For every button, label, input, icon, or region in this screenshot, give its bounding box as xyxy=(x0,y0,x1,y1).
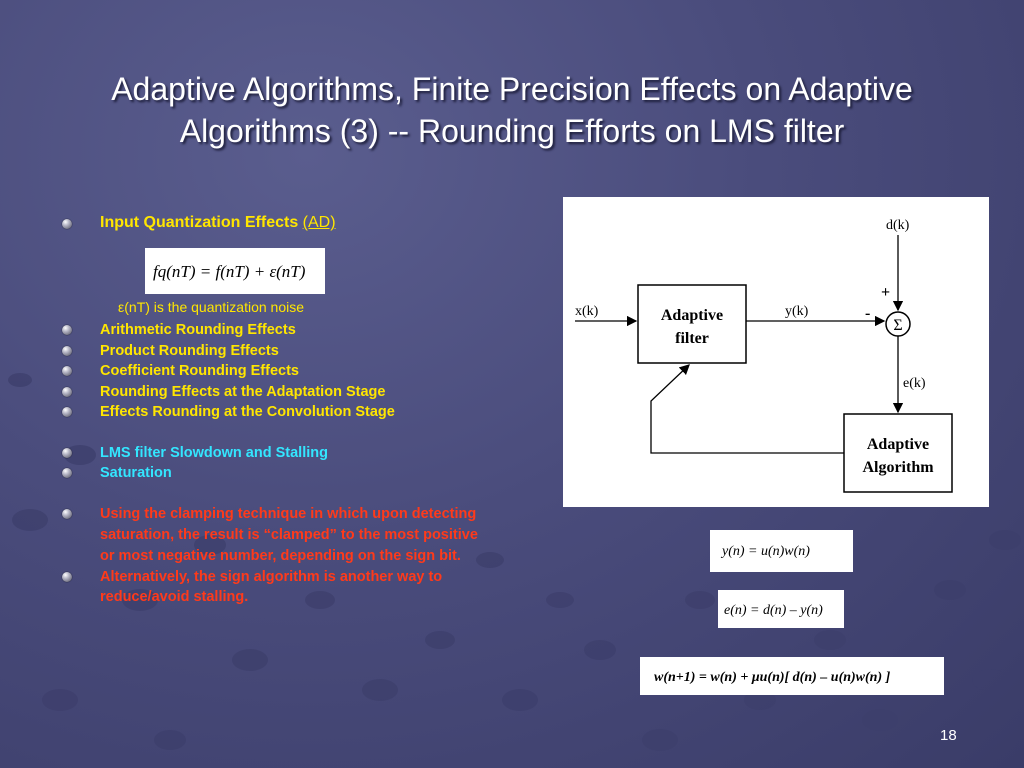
adaptive-algorithm-box xyxy=(843,413,953,493)
bullet-saturation: Saturation xyxy=(62,463,492,484)
input-label: x(k) xyxy=(575,304,599,319)
bullet-icon xyxy=(62,407,72,417)
filter-label-line2: filter xyxy=(675,330,709,347)
bullet-arithmetic: Arithmetic Rounding Effects xyxy=(62,320,492,341)
update-equation-text: w(n+1) = w(n) + μu(n)[ d(n) – u(n)w(n) ] xyxy=(654,670,891,685)
bullet-label: Rounding Effects at the Adaptation Stage xyxy=(100,383,386,400)
bullet-label: Effects Rounding at the Convolution Stag… xyxy=(100,404,395,420)
bullet-label: Coefficient Rounding Effects xyxy=(100,363,299,379)
bullet-icon xyxy=(62,219,72,229)
bullet-product: Product Rounding Effects xyxy=(62,341,492,362)
bullet-convolution-stage: Effects Rounding at the Convolution Stag… xyxy=(62,402,492,423)
bullet-label: Saturation xyxy=(100,465,172,481)
bullet-label: Input Quantization Effects xyxy=(100,214,299,231)
filter-label-line1: Adaptive xyxy=(661,307,723,324)
adaptive-filter-diagram: Adaptive filter Adaptive Algorithm Σ x(k… xyxy=(563,197,989,507)
algorithm-label-line1: Adaptive xyxy=(867,436,929,453)
bullet-label: Using the clamping technique in which up… xyxy=(100,505,478,564)
bullet-adaptation-stage: Rounding Effects at the Adaptation Stage xyxy=(62,382,492,403)
error-equation-text: e(n) = d(n) – y(n) xyxy=(724,603,823,618)
update-equation: w(n+1) = w(n) + μu(n)[ d(n) – u(n)w(n) ] xyxy=(640,657,944,695)
adaptive-filter-box xyxy=(637,284,747,364)
slide-title: Adaptive Algorithms, Finite Precision Ef… xyxy=(111,71,913,149)
noise-note: ε(nT) is the quantization noise xyxy=(118,299,305,315)
bullet-sign-algorithm: Alternatively, the sign algorithm is ano… xyxy=(62,567,480,608)
plus-sign: + xyxy=(881,284,890,301)
bullet-list-continued: Arithmetic Rounding Effects Product Roun… xyxy=(62,320,492,608)
quantization-equation: fq(nT) = f(nT) + ε(nT) xyxy=(145,248,325,294)
bullet-slowdown: LMS filter Slowdown and Stalling xyxy=(62,443,492,464)
ad-tag: (AD) xyxy=(302,214,336,231)
page-number: 18 xyxy=(940,727,957,744)
output-equation-text: y(n) = u(n)w(n) xyxy=(720,544,810,559)
bullet-label: Product Rounding Effects xyxy=(100,342,279,359)
bullet-coefficient: Coefficient Rounding Effects xyxy=(62,361,492,382)
algorithm-label-line2: Algorithm xyxy=(862,459,934,476)
sum-symbol: Σ xyxy=(893,317,902,334)
quantization-equation-text: fq(nT) = f(nT) + ε(nT) xyxy=(153,262,306,281)
bullet-label: LMS filter Slowdown and Stalling xyxy=(100,444,328,461)
bullet-label: Alternatively, the sign algorithm is ano… xyxy=(100,568,443,606)
output-equation: y(n) = u(n)w(n) xyxy=(710,530,853,572)
desired-label: d(k) xyxy=(886,218,910,233)
bullet-icon xyxy=(62,325,72,335)
bullet-list: Input Quantization Effects (AD) xyxy=(62,213,492,234)
bullet-input-quantization: Input Quantization Effects (AD) xyxy=(62,213,492,234)
bullet-icon xyxy=(62,447,72,458)
bullet-icon xyxy=(62,571,72,582)
bullet-clamping: Using the clamping technique in which up… xyxy=(62,504,480,567)
output-label: y(k) xyxy=(785,304,809,319)
error-equation: e(n) = d(n) – y(n) xyxy=(718,590,844,628)
error-label: e(k) xyxy=(903,376,926,391)
bullet-icon xyxy=(62,366,72,376)
minus-sign: - xyxy=(865,305,870,322)
bullet-icon xyxy=(62,468,72,478)
feedback-arrow xyxy=(650,364,844,454)
bullet-icon xyxy=(62,508,72,519)
bullet-icon xyxy=(62,386,72,397)
bullet-label: Arithmetic Rounding Effects xyxy=(100,322,296,338)
bullet-icon xyxy=(62,345,72,356)
